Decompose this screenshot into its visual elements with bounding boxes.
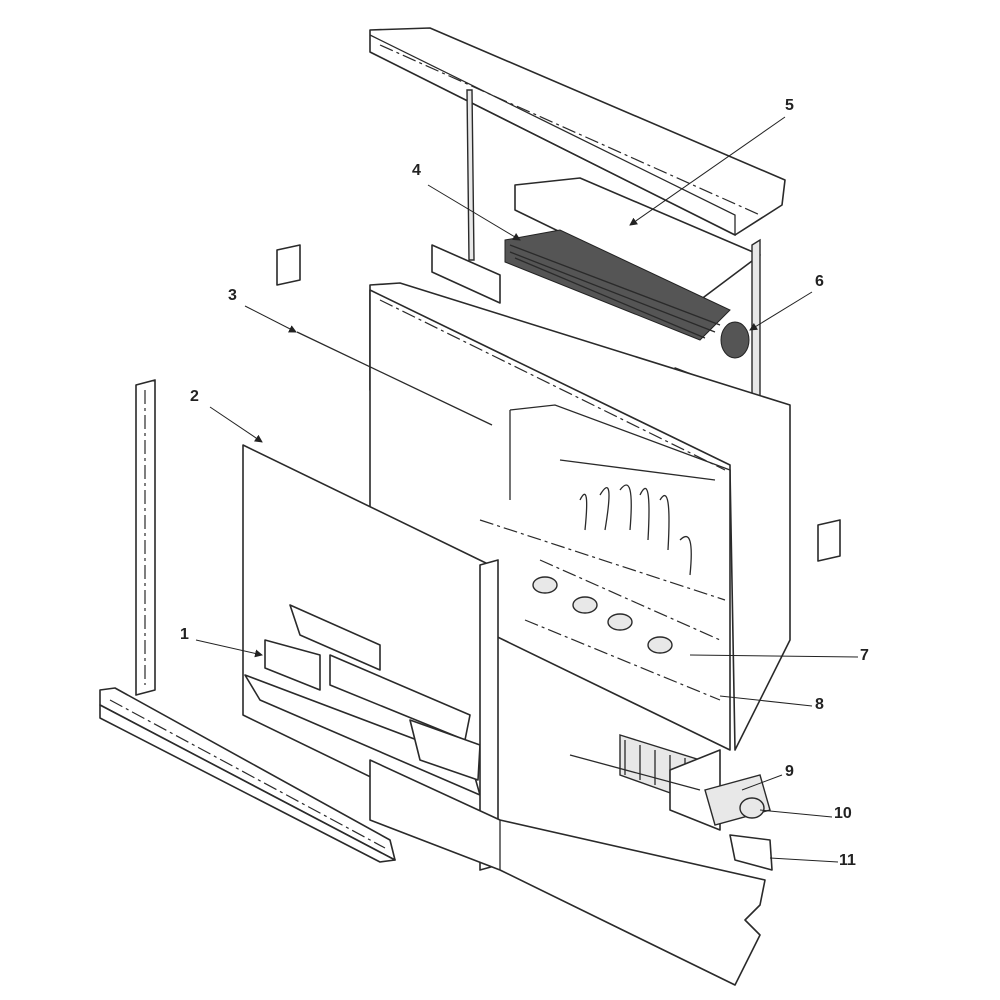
rod: [296, 331, 493, 426]
left-trim: [135, 379, 156, 696]
clip-right: [817, 519, 841, 562]
callout-3: 3: [228, 287, 237, 304]
log-set: [244, 604, 481, 796]
callout-6: 6: [815, 273, 824, 290]
burner-valve-assembly: [569, 734, 773, 871]
callout-11: 11: [839, 852, 856, 869]
callout-5: 5: [785, 97, 794, 114]
leader-lines: [195, 116, 859, 863]
clip-left: [276, 244, 301, 286]
callout-8: 8: [815, 696, 824, 713]
rear-rod: [466, 89, 475, 261]
callout-9: 9: [785, 763, 794, 780]
callout-1: 1: [180, 626, 189, 643]
base-panel: [369, 759, 766, 986]
firebox: [369, 282, 791, 751]
callout-7: 7: [860, 647, 869, 664]
callout-4: 4: [412, 162, 421, 179]
top-cover: [369, 27, 786, 237]
front-grate: [99, 687, 396, 863]
left-bracket: [431, 244, 501, 304]
callout-2: 2: [190, 388, 199, 405]
callout-10: 10: [834, 805, 852, 822]
